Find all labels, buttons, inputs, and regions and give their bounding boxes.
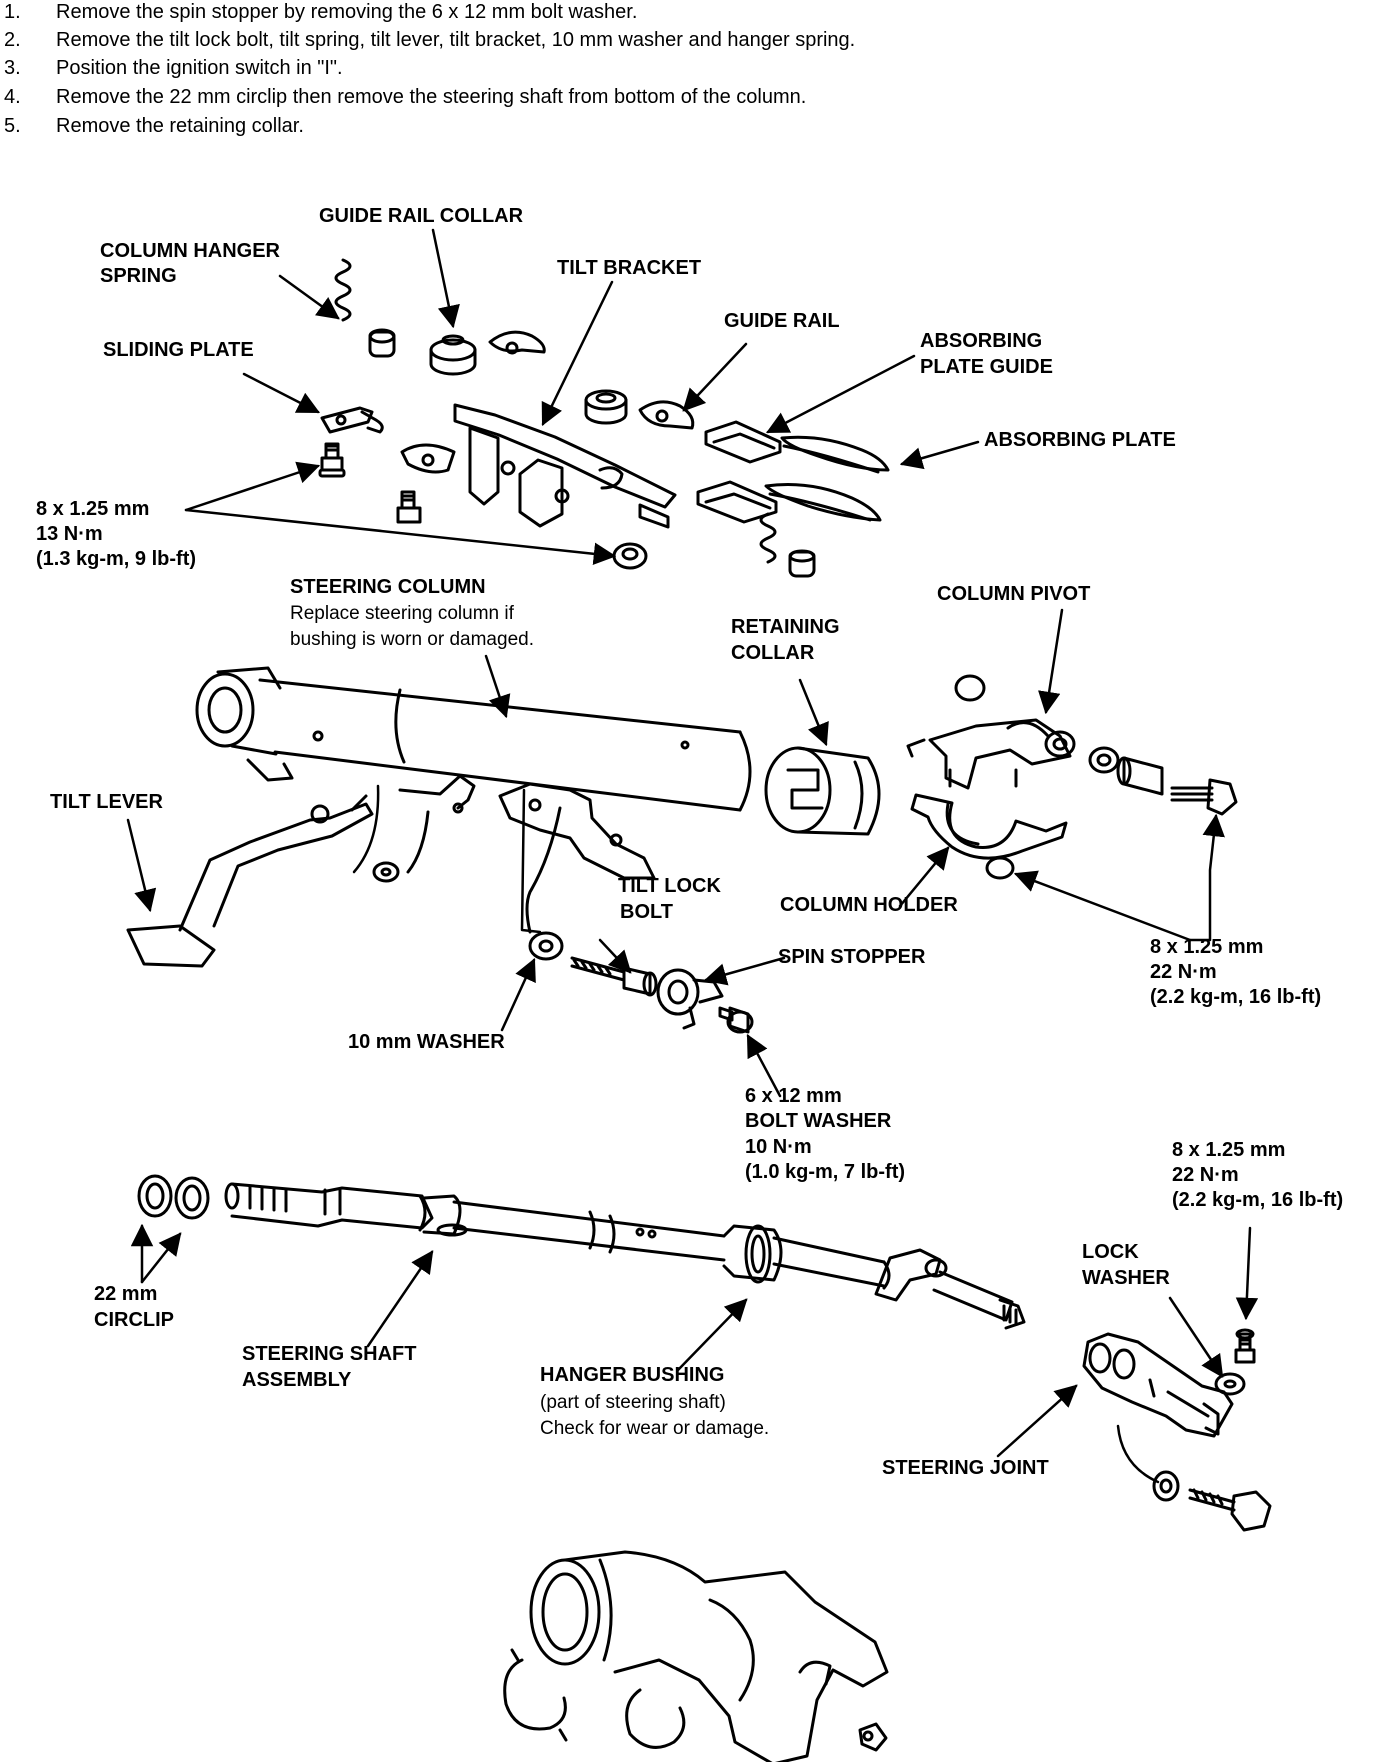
column-pivot-part xyxy=(906,674,1238,816)
label-column-hanger-spring-2: SPRING xyxy=(100,265,177,287)
label-torque-b-2: 22 N·m xyxy=(1150,961,1217,983)
guide-rail-collar-part xyxy=(429,330,546,376)
tilt-bracket-part xyxy=(453,403,677,529)
washer-10mm-part xyxy=(528,931,564,961)
absorbing-plate-guide-part xyxy=(696,420,782,524)
label-lock-washer: LOCK xyxy=(1082,1241,1139,1263)
label-torque-c-2: 22 N·m xyxy=(1172,1164,1239,1186)
instruction-step: 3.Position the ignition switch in "I". xyxy=(4,57,343,79)
instruction-step: 4.Remove the 22 mm circlip then remove t… xyxy=(4,86,807,108)
column-holder-part xyxy=(910,793,1068,880)
label-steering-shaft-2: ASSEMBLY xyxy=(242,1369,352,1391)
joint-bolt-part xyxy=(1152,1470,1272,1532)
label-column-pivot: COLUMN PIVOT xyxy=(937,583,1091,605)
sliding-plate-part-2 xyxy=(396,443,456,524)
label-steering-shaft: STEERING SHAFT xyxy=(242,1343,417,1365)
label-torque-c: 8 x 1.25 mm xyxy=(1172,1139,1286,1161)
guide-rail-part xyxy=(638,400,695,430)
label-spin-stopper: SPIN STOPPER xyxy=(778,946,926,968)
label-retaining-collar: RETAINING xyxy=(731,616,840,638)
column-hanger-spring-part xyxy=(334,258,396,358)
label-retaining-collar-2: COLLAR xyxy=(731,642,815,664)
sliding-plate-part xyxy=(320,406,384,434)
label-column-holder: COLUMN HOLDER xyxy=(780,894,958,916)
label-tilt-lever: TILT LEVER xyxy=(50,791,163,813)
label-10mm-washer: 10 mm WASHER xyxy=(348,1031,505,1053)
nut-part xyxy=(612,542,648,570)
steering-shaft-part xyxy=(224,1182,1026,1330)
lock-washer-part xyxy=(1214,1328,1256,1396)
leader-arrows xyxy=(126,228,1259,1484)
instruction-step: 2.Remove the tilt lock bolt, tilt spring… xyxy=(4,29,856,51)
absorbing-plate-part xyxy=(764,435,890,522)
tilt-lever-part xyxy=(126,794,374,968)
label-torque-b: 8 x 1.25 mm xyxy=(1150,936,1264,958)
label-bolt-washer-2: BOLT WASHER xyxy=(745,1110,892,1132)
label-torque-b-3: (2.2 kg-m, 16 lb-ft) xyxy=(1150,986,1322,1008)
label-steering-column: STEERING COLUMN xyxy=(290,576,486,598)
steering-joint-part xyxy=(1082,1332,1234,1438)
bolt-part xyxy=(318,442,346,478)
instruction-step: 5.Remove the retaining collar. xyxy=(4,115,304,137)
column-lower-mount-part xyxy=(503,1550,889,1762)
label-bolt-washer-3: 10 N·m xyxy=(745,1136,812,1158)
note-hanger-bushing-2: Check for wear or damage. xyxy=(540,1418,770,1439)
label-guide-rail: GUIDE RAIL xyxy=(724,310,840,332)
label-column-hanger-spring: COLUMN HANGER xyxy=(100,240,280,262)
label-torque-a-3: (1.3 kg-m, 9 lb-ft) xyxy=(36,548,197,570)
label-bolt-washer-4: (1.0 kg-m, 7 lb-ft) xyxy=(745,1161,906,1183)
note-steering-column-2: bushing is worn or damaged. xyxy=(290,629,534,650)
label-absorbing-plate: ABSORBING PLATE xyxy=(984,429,1176,451)
label-sliding-plate: SLIDING PLATE xyxy=(103,339,254,361)
label-torque-c-3: (2.2 kg-m, 16 lb-ft) xyxy=(1172,1189,1344,1211)
label-torque-a: 8 x 1.25 mm xyxy=(36,498,150,520)
label-torque-a-2: 13 N·m xyxy=(36,523,103,545)
label-guide-rail-collar: GUIDE RAIL COLLAR xyxy=(319,205,524,227)
label-tilt-lock-bolt-2: BOLT xyxy=(620,901,673,923)
label-absorbing-plate-guide-2: PLATE GUIDE xyxy=(920,356,1053,378)
bolt-washer-part xyxy=(718,1006,754,1034)
washer-part xyxy=(372,861,400,883)
note-steering-column: Replace steering column if xyxy=(290,603,514,624)
label-absorbing-plate-guide: ABSORBING xyxy=(920,330,1043,352)
guide-rail-collar-part-2 xyxy=(584,389,628,425)
label-tilt-lock-bolt: TILT LOCK xyxy=(618,875,721,897)
tilt-lock-bolt-part xyxy=(570,956,658,997)
instruction-step: 1.Remove the spin stopper by removing th… xyxy=(4,1,638,23)
circlip-part xyxy=(137,1174,210,1220)
label-circlip: 22 mm xyxy=(94,1283,158,1305)
label-steering-joint: STEERING JOINT xyxy=(882,1457,1049,1479)
hanger-spring-part-right xyxy=(759,512,816,578)
retaining-collar-part xyxy=(764,746,881,836)
label-bolt-washer: 6 x 12 mm xyxy=(745,1085,842,1107)
label-circlip-2: CIRCLIP xyxy=(94,1309,174,1331)
label-hanger-bushing: HANGER BUSHING xyxy=(540,1364,725,1386)
label-lock-washer-2: WASHER xyxy=(1082,1267,1170,1289)
label-tilt-bracket: TILT BRACKET xyxy=(557,257,702,279)
note-hanger-bushing: (part of steering shaft) xyxy=(540,1392,726,1413)
